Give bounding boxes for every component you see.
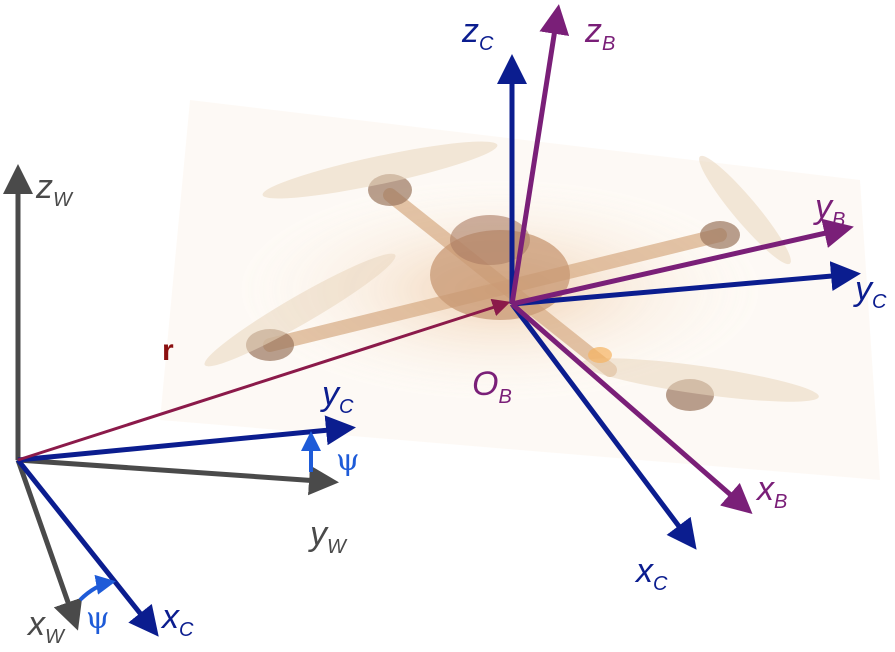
psi-arc-bottom [78,574,116,602]
x-c-body-axis [510,302,697,550]
z-b-label: zB [584,12,615,55]
x-c-body-label: xC [634,552,668,595]
y-b-axis [511,218,854,307]
position-vector-r [17,298,511,462]
y-c-body-axis [511,261,861,307]
z-b-axis [509,4,570,305]
psi-bottom-label: ψ [86,601,110,636]
y-w-axis [17,457,339,496]
psi-top-label: ψ [336,443,360,478]
quadrotor-drone-photo [160,100,880,480]
y-b-label: yB [813,188,845,231]
x-b-axis [510,302,753,514]
x-w-label: xW [26,605,66,648]
r-label: r [162,334,174,367]
x-c-world-label: xC [160,598,194,641]
z-w-label: zW [35,168,74,211]
y-w-label: yW [308,515,348,558]
x-c-world-axis [16,458,159,637]
x-w-axis [15,459,83,631]
y-c-world-label: yC [320,375,354,418]
y-c-world-axis [17,415,356,463]
y-c-body-label: yC [853,270,887,313]
x-b-label: xB [755,470,787,513]
z-c-body-label: zC [461,12,494,55]
o-b-label: OB [472,365,512,408]
